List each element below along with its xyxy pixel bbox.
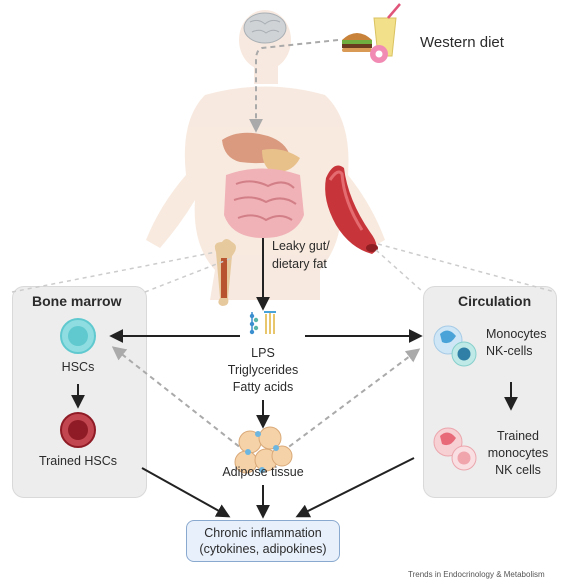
hsc-label: HSCs [61, 360, 95, 374]
trained-monocyte-cell-icon [433, 427, 463, 457]
leaky-gut-label: Leaky gut/ dietary fat [272, 237, 330, 273]
bone-icon [214, 239, 236, 306]
circulation-title: Circulation [458, 293, 532, 309]
adipose-to-bone-dashed-arrow [111, 346, 247, 453]
trained-nk-cell-icon [451, 445, 477, 471]
trained-hsc-label: Trained HSCs [38, 454, 118, 468]
leaky-gut-line2: dietary fat [272, 257, 327, 271]
journal-credit: Trends in Endocrinology & Metabolism [408, 570, 545, 579]
adipose-to-circulation-dashed-arrow [281, 348, 421, 453]
intestines-icon [224, 168, 304, 238]
nk-cells-line: NK-cells [486, 344, 533, 358]
liver-stomach-icon [222, 132, 300, 173]
metabolite-lps: LPS [251, 346, 275, 360]
bone-to-inflammation-arrow [141, 467, 231, 518]
trained-monocytes-label: Trained monocytes NK cells [488, 428, 548, 479]
diet-to-gut-arrow [249, 39, 339, 133]
lps-molecule-icon [249, 312, 259, 335]
metabolite-fatty-acids: Fatty acids [232, 380, 294, 394]
circulation-panel [423, 286, 557, 498]
blood-vessel-icon [325, 165, 378, 254]
adipose-tissue-icon [234, 426, 293, 474]
triglyceride-molecule-icon [264, 311, 276, 334]
nk-cells-trained-line: NK cells [495, 463, 541, 477]
vessel-connector-line-2 [377, 243, 556, 293]
donut-icon [370, 45, 388, 63]
monocytes-nk-label: Monocytes NK-cells [486, 326, 546, 360]
vessel-connector-line [375, 249, 424, 293]
leaky-gut-line1: Leaky gut/ [272, 239, 330, 253]
western-diet-label: Western diet [420, 34, 504, 51]
brain-icon [243, 12, 287, 44]
hsc-cell-icon [60, 318, 96, 354]
metabolite-triglycerides: Triglycerides [227, 363, 299, 377]
burger-icon [342, 33, 372, 52]
adipose-tissue-label: Adipose tissue [222, 465, 304, 479]
nk-cell-icon [451, 341, 477, 367]
trained-hsc-cell-icon [60, 412, 96, 448]
inflammation-line2: (cytokines, adipokines) [199, 542, 327, 556]
chronic-inflammation-box: Chronic inflammation (cytokines, adipoki… [186, 520, 340, 562]
inflammation-line1: Chronic inflammation [204, 526, 322, 540]
monocytes-line: Monocytes [486, 327, 547, 341]
circulation-to-inflammation-arrow [295, 457, 415, 518]
metabolites-label: LPS Triglycerides Fatty acids [228, 345, 298, 396]
monocytes-trained-line: monocytes [487, 446, 549, 460]
bone-connector-line [11, 251, 217, 293]
bone-marrow-title: Bone marrow [32, 293, 122, 309]
trained-line: Trained [497, 429, 539, 443]
